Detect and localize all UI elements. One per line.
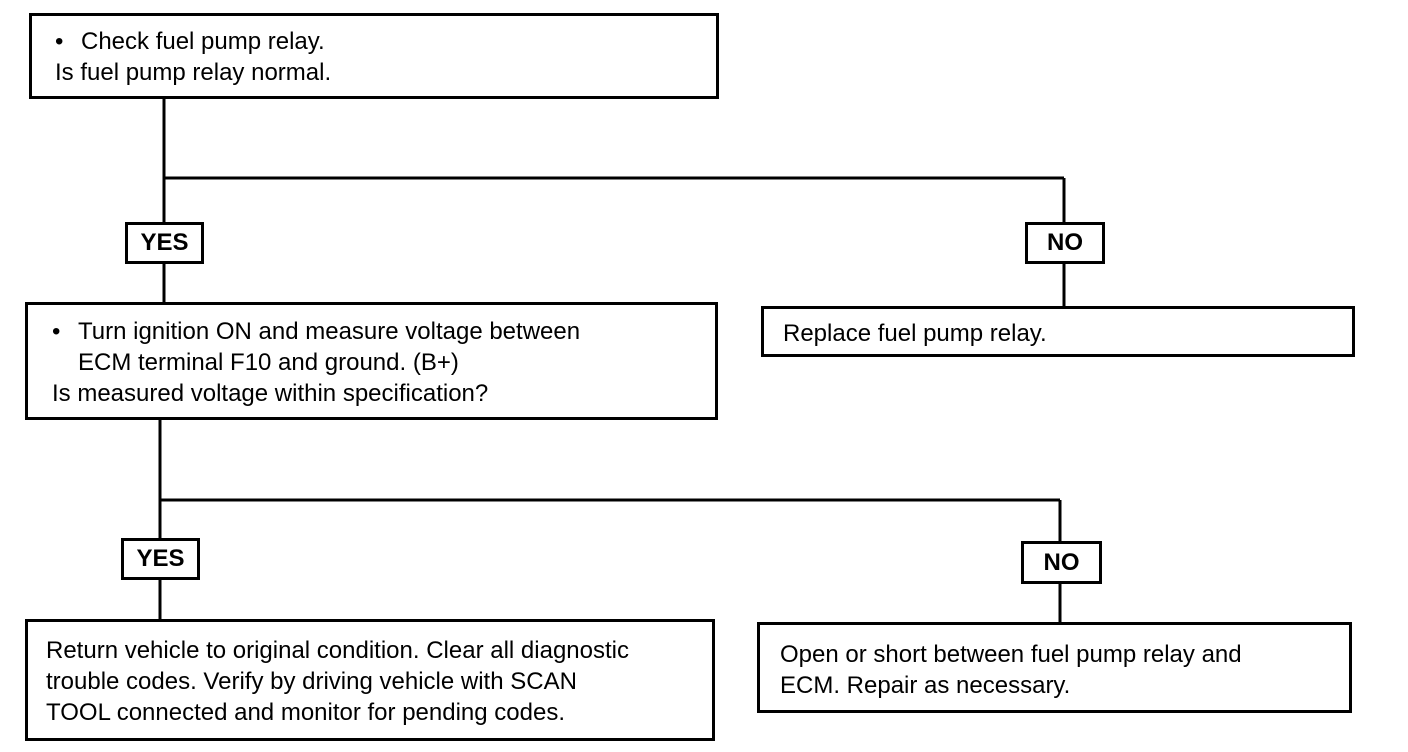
step-text: •Check fuel pump relay. xyxy=(55,28,325,55)
question-text: Is measured voltage within specification… xyxy=(52,380,489,407)
open-or-short-box: Open or short between fuel pump relay an… xyxy=(757,622,1352,713)
bullet-icon: • xyxy=(55,28,64,55)
return-vehicle-box: Return vehicle to original condition. Cl… xyxy=(25,619,715,741)
step-text-continued: ECM terminal F10 and ground. (B+) xyxy=(78,349,459,376)
action-text: Return vehicle to original condition. Cl… xyxy=(46,637,629,664)
measure-voltage-box: •Turn ignition ON and measure voltage be… xyxy=(25,302,718,420)
action-text: ECM. Repair as necessary. xyxy=(780,672,1071,699)
no-label-1: NO xyxy=(1025,222,1105,264)
no-label-2: NO xyxy=(1021,541,1102,584)
action-text: Open or short between fuel pump relay an… xyxy=(780,641,1242,668)
step-text: •Turn ignition ON and measure voltage be… xyxy=(52,318,581,345)
bullet-icon: • xyxy=(52,318,61,345)
action-text: TOOL connected and monitor for pending c… xyxy=(46,699,565,726)
yes-label-1: YES xyxy=(125,222,204,264)
action-text: Replace fuel pump relay. xyxy=(783,320,1047,347)
question-text: Is fuel pump relay normal. xyxy=(55,59,332,86)
yes-label-2: YES xyxy=(121,538,200,580)
replace-fuel-pump-relay-box: Replace fuel pump relay. xyxy=(761,306,1355,357)
check-fuel-pump-relay-box: •Check fuel pump relay. Is fuel pump rel… xyxy=(29,13,719,99)
action-text: trouble codes. Verify by driving vehicle… xyxy=(46,668,577,695)
